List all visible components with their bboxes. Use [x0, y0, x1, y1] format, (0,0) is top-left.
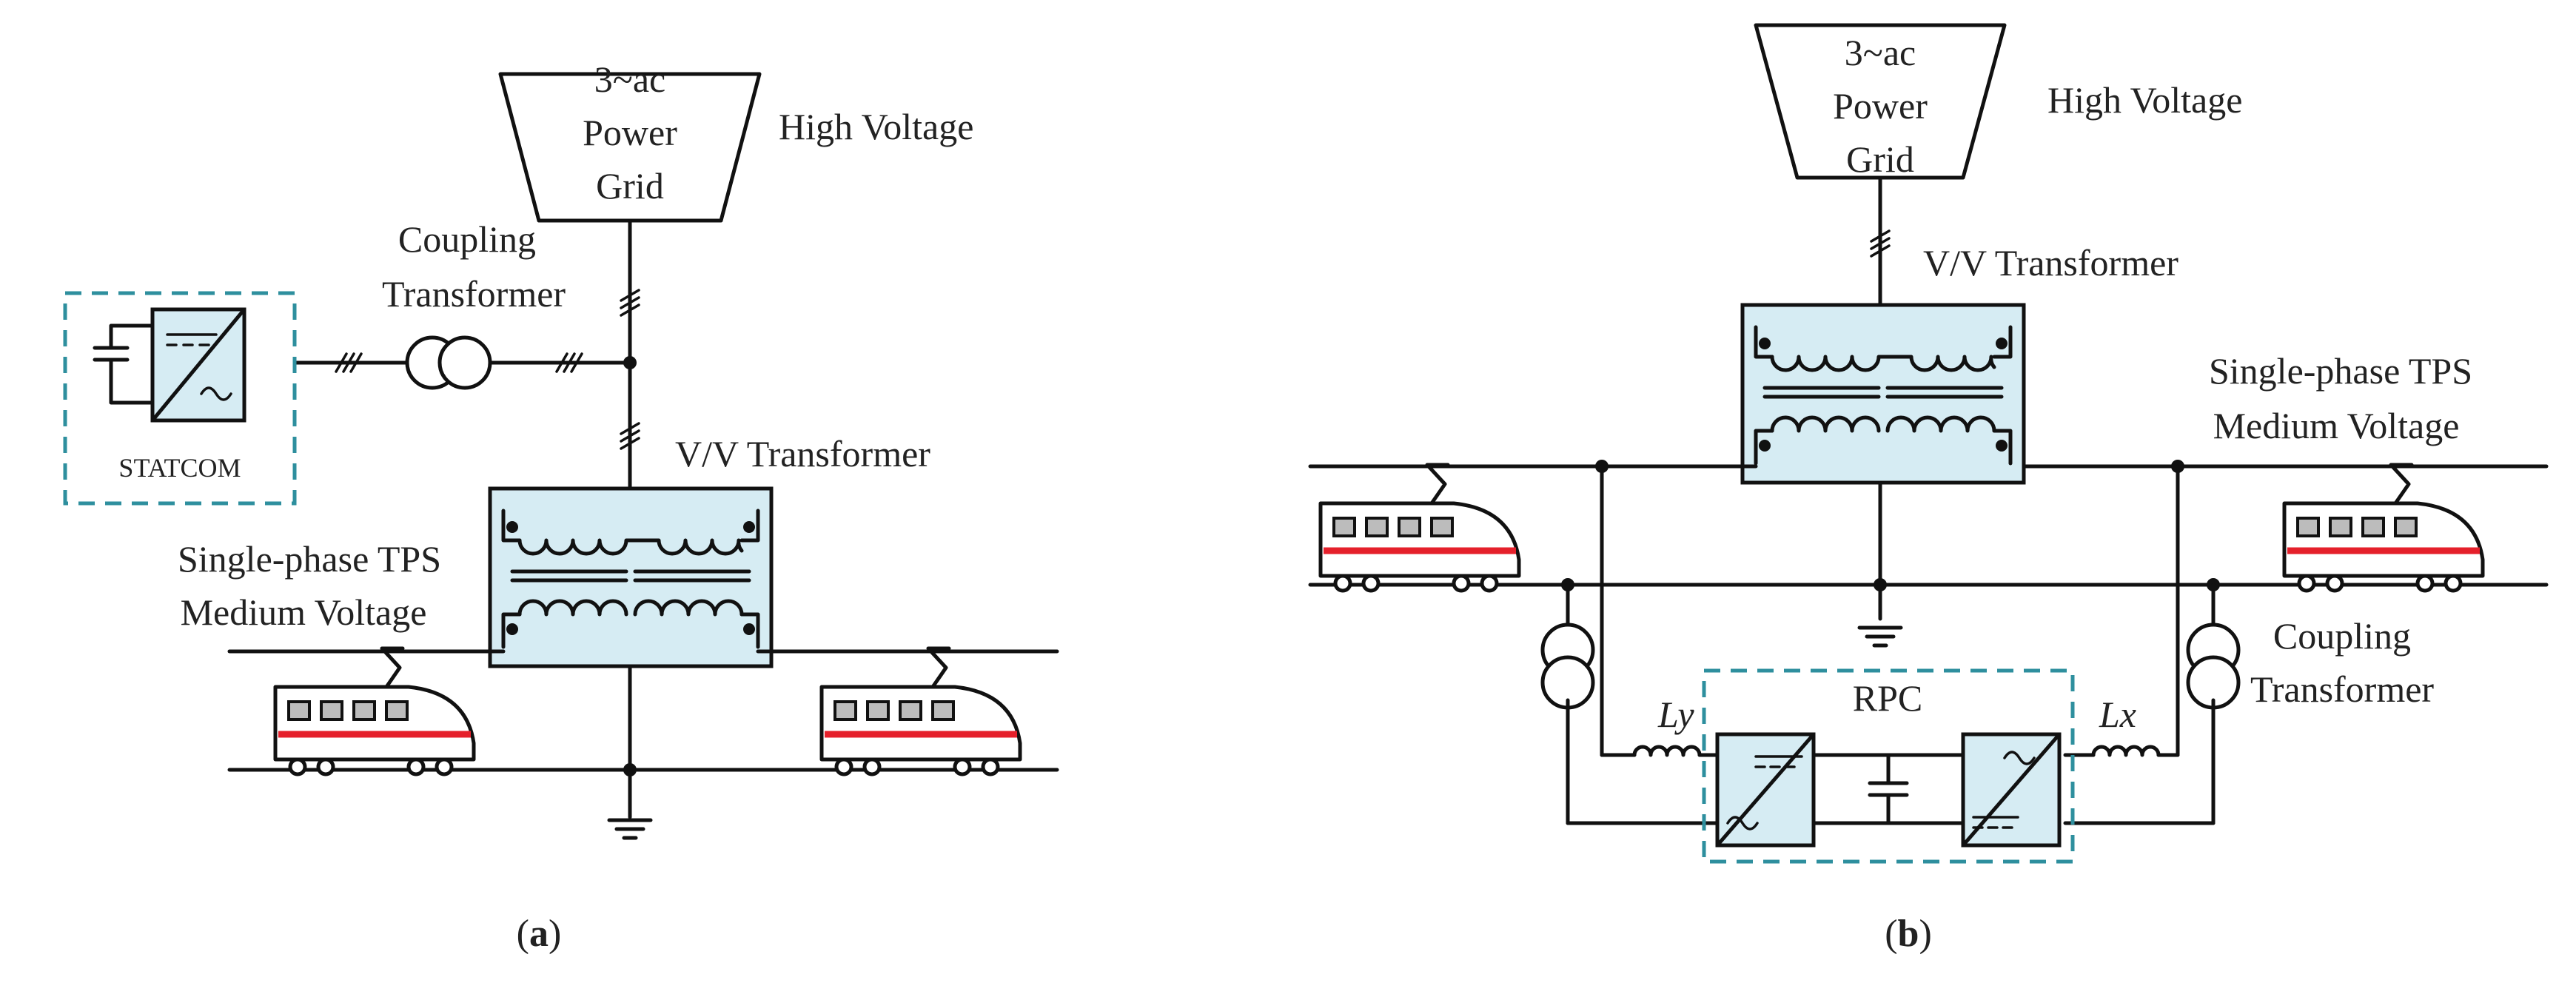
grid-label-line2-b: Power — [1833, 85, 1928, 127]
vv-transformer-label-b: V/V Transformer — [1923, 242, 2178, 284]
tps-label-line2-b: Medium Voltage — [2213, 405, 2460, 446]
panel-a: 3~ac Power Grid High Voltage Coupling Tr… — [63, 58, 1059, 955]
coupling-transformer-left-b — [1543, 625, 1593, 708]
coupling-label-line2-a: Transformer — [382, 273, 566, 315]
coupling-label-line1-b: Coupling — [2273, 615, 2411, 657]
power-grid-symbol-b — [1754, 23, 2007, 180]
grid-label-line1-b: 3~ac — [1845, 32, 1916, 73]
train-left-b — [1321, 465, 1519, 591]
grid-label-line2-a: Power — [583, 112, 677, 153]
grid-label-line1-a: 3~ac — [594, 58, 665, 100]
tps-label-line1-a: Single-phase TPS — [178, 538, 441, 580]
tps-label-line2-a: Medium Voltage — [181, 591, 427, 633]
coupling-transformer-right-b — [2188, 625, 2238, 708]
statcom-label: STATCOM — [118, 453, 241, 483]
caption-b: (b) — [1885, 913, 1932, 955]
lx-label: Lx — [2099, 694, 2136, 735]
coupling-label-line1-a: Coupling — [398, 218, 536, 260]
vv-transformer-label-a: V/V Transformer — [675, 433, 930, 474]
tps-label-line1-b: Single-phase TPS — [2209, 350, 2472, 392]
vv-transformer-a — [490, 489, 771, 666]
train-right-b — [2284, 465, 2483, 591]
panel-b: 3~ac Power Grid High Voltage V/V Transfo… — [1308, 23, 2549, 955]
inductor-ly — [1634, 747, 1700, 755]
ly-label: Ly — [1657, 694, 1694, 735]
grid-label-line3-b: Grid — [1846, 138, 1914, 180]
coupling-label-line2-b: Transformer — [2250, 668, 2434, 710]
high-voltage-label-b: High Voltage — [2047, 79, 2242, 121]
power-grid-symbol-a — [498, 72, 762, 223]
grid-label-line3-a: Grid — [596, 165, 664, 207]
caption-a: (a) — [517, 913, 562, 955]
rpc-group — [1702, 668, 2075, 864]
train-right-a — [822, 648, 1020, 774]
statcom-group — [63, 291, 297, 506]
coupling-transformer-a — [407, 338, 490, 388]
inductor-lx — [2093, 747, 2159, 755]
train-left-a — [275, 648, 474, 774]
high-voltage-label-a: High Voltage — [779, 106, 973, 147]
vv-transformer-b — [1743, 305, 2024, 483]
rpc-label: RPC — [1853, 677, 1923, 719]
